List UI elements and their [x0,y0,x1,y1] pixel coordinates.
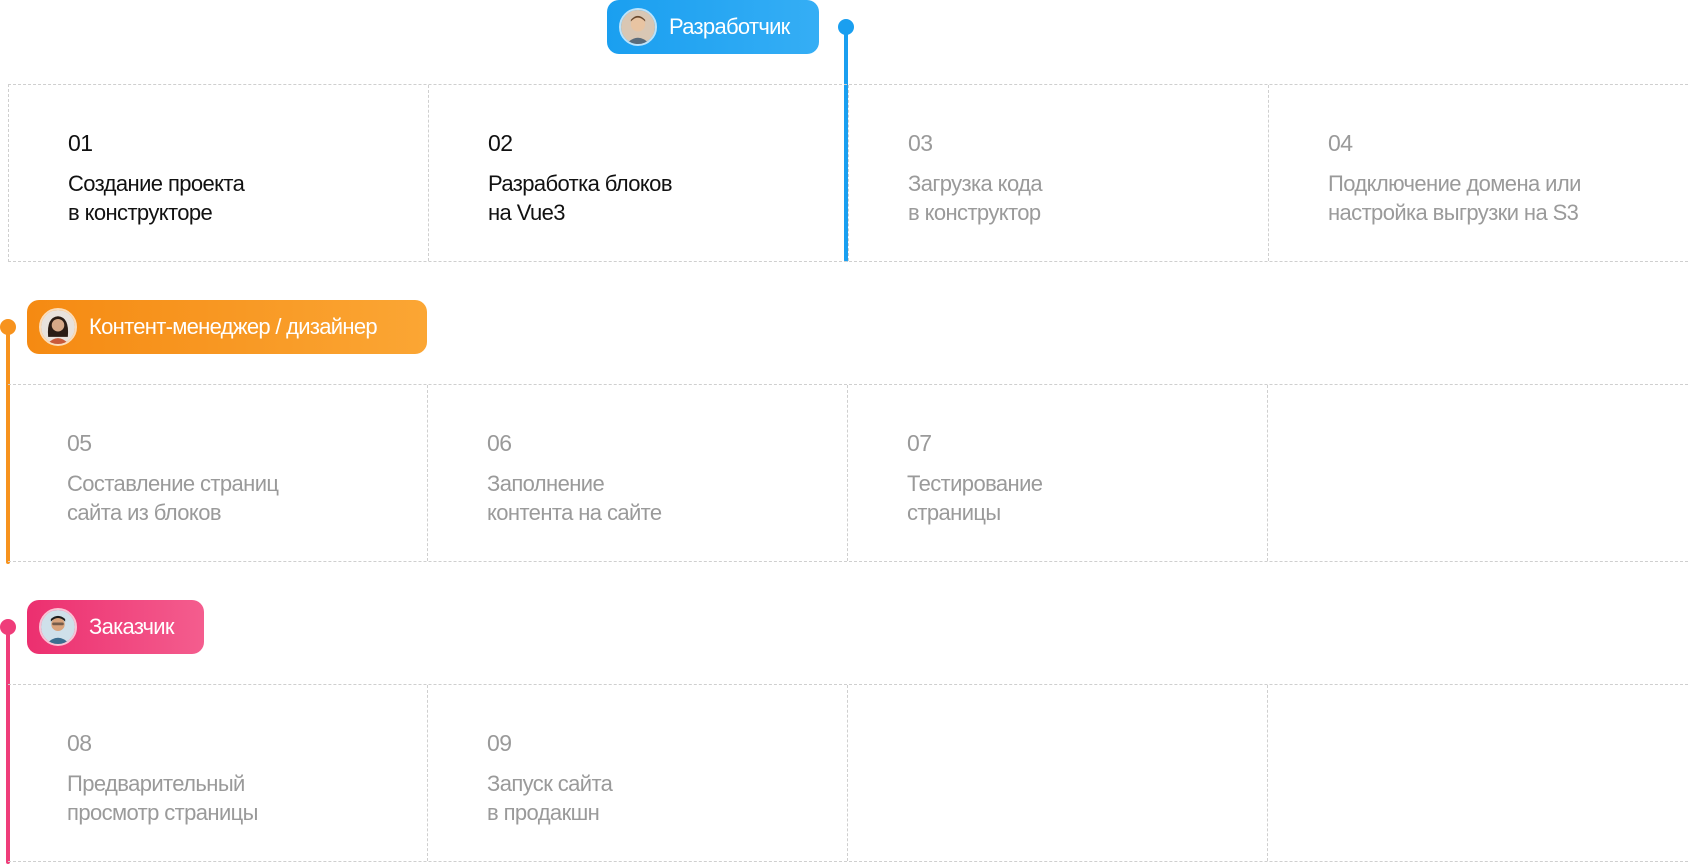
role-tag-content-manager: Контент-менеджер / дизайнер [27,300,427,354]
step-title-line: просмотр страницы [67,800,258,825]
step-number: 01 [68,130,93,156]
step-title-line: Запуск сайта [487,771,613,796]
step-title-line: сайта из блоков [67,500,222,525]
step-title: Заполнение контента на сайте [487,469,847,527]
developer-steps-row: 01 Создание проекта в конструкторе 02 Ра… [8,84,1688,262]
step-card: 04 Подключение домена или настройка выгр… [1269,85,1688,261]
role-tag-label: Контент-менеджер / дизайнер [89,314,378,339]
step-title-line: на Vue3 [488,200,565,225]
step-number: 04 [1328,130,1353,156]
content-manager-steps-row: 05 Составление страниц сайта из блоков 0… [8,384,1688,562]
step-card: 07 Тестирование страницы [848,385,1268,561]
step-title: Загрузка кода в конструктор [908,169,1268,227]
step-title-line: настройка выгрузки на S3 [1328,200,1579,225]
step-title-line: Тестирование [907,471,1043,496]
content-manager-progress-dot [0,319,16,335]
step-title-line: Загрузка кода [908,171,1043,196]
step-title-line: страницы [907,500,1001,525]
content-manager-avatar-icon [39,308,77,346]
developer-avatar-icon [619,8,657,46]
step-title-line: Заполнение [487,471,605,496]
step-number: 05 [67,430,92,456]
step-number: 09 [487,730,512,756]
customer-progress-dot [0,619,16,635]
step-title-line: Подключение домена или [1328,171,1581,196]
step-card: 05 Составление страниц сайта из блоков [8,385,428,561]
content-manager-progress-line [6,327,10,564]
step-card: 09 Запуск сайта в продакшн [428,685,848,861]
step-number: 08 [67,730,92,756]
step-number: 06 [487,430,512,456]
step-title: Составление страниц сайта из блоков [67,469,427,527]
role-tag-developer: Разработчик [607,0,819,54]
empty-step-card [1268,385,1688,561]
step-card: 01 Создание проекта в конструкторе [9,85,429,261]
role-tag-customer: Заказчик [27,600,204,654]
developer-progress-dot [838,19,854,35]
step-title-line: Предварительный [67,771,245,796]
step-title: Тестирование страницы [907,469,1267,527]
step-card: 03 Загрузка кода в конструктор [849,85,1269,261]
step-title-line: в конструктор [908,200,1041,225]
step-number: 02 [488,130,513,156]
step-title: Разработка блоков на Vue3 [488,169,848,227]
developer-progress-line [844,26,848,262]
step-card: 02 Разработка блоков на Vue3 [429,85,849,261]
step-title-line: Создание проекта [68,171,245,196]
step-title-line: Составление страниц [67,471,279,496]
step-number: 03 [908,130,933,156]
empty-step-card [848,685,1268,861]
step-title: Создание проекта в конструкторе [68,169,428,227]
step-title-line: в конструкторе [68,200,213,225]
customer-steps-row: 08 Предварительный просмотр страницы 09 … [8,684,1688,862]
step-title: Подключение домена или настройка выгрузк… [1328,169,1688,227]
step-title-line: Разработка блоков [488,171,673,196]
step-title-line: контента на сайте [487,500,662,525]
step-title: Запуск сайта в продакшн [487,769,847,827]
customer-progress-line [6,627,10,864]
step-title-line: в продакшн [487,800,600,825]
step-number: 07 [907,430,932,456]
step-card: 08 Предварительный просмотр страницы [8,685,428,861]
step-card: 06 Заполнение контента на сайте [428,385,848,561]
role-tag-label: Разработчик [669,14,790,39]
customer-avatar-icon [39,608,77,646]
empty-step-card [1268,685,1688,861]
step-title: Предварительный просмотр страницы [67,769,427,827]
role-tag-label: Заказчик [89,614,174,639]
